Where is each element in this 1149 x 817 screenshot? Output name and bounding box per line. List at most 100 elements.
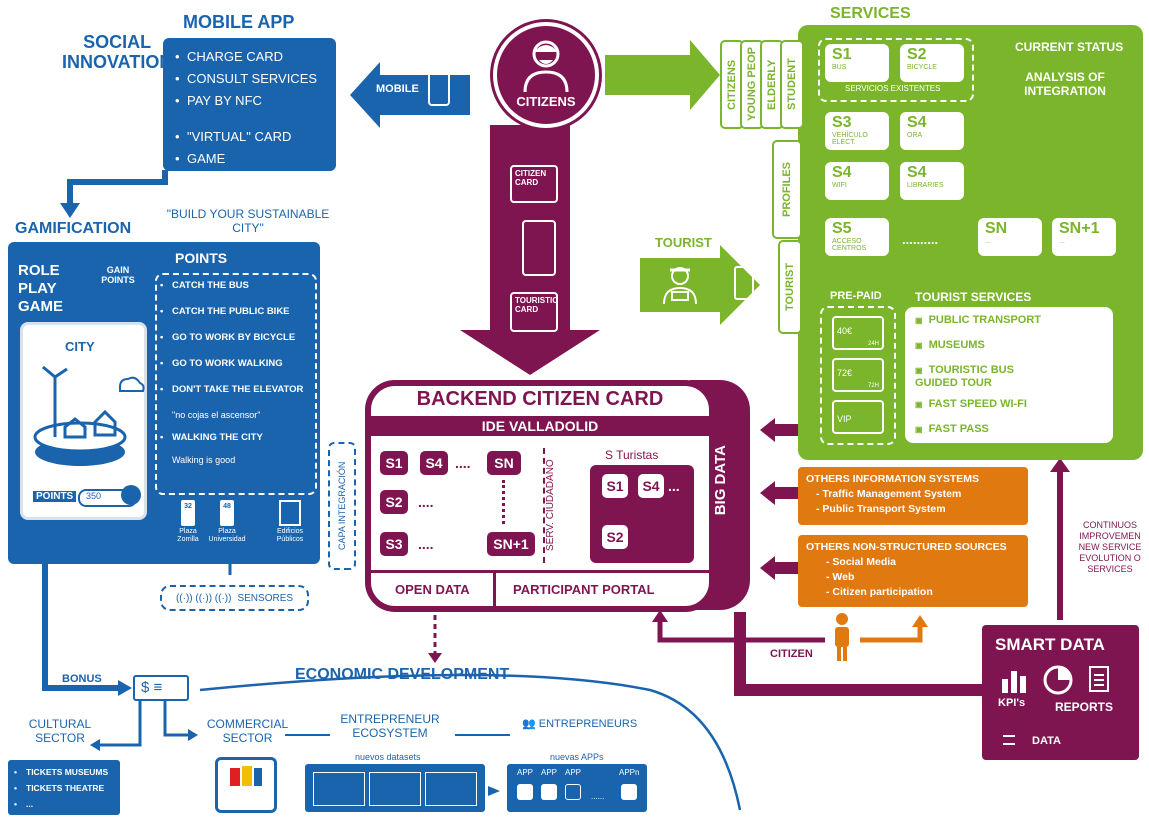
tickets-list: TICKETS MUSEUMS TICKETS THEATRE ... [12,764,108,812]
continuous-line: SERVICES [1087,564,1133,574]
participant-portal-label: PARTICIPANT PORTAL [513,582,655,597]
s-turistas-label: S Turistas [605,448,659,462]
apps-dots: ...... [591,792,605,801]
service-dots: .... [418,536,434,552]
continuous-line: NEW SERVICE [1078,542,1142,552]
services-dots: .......... [902,232,939,247]
app-icon [565,784,581,800]
tourist-label: TOURIST [655,235,712,250]
service-chip: S4 [420,451,448,475]
walking-list: WALKING THE CITY [158,432,263,443]
people-icon: 👥 [522,718,536,730]
social-line1: SOCIAL [83,32,152,52]
sensores-box: ((·)) ((·)) ((·)) SENSORES [160,585,309,611]
entrepreneur-ecosystem-label: ENTREPRENEUR ECOSYSTEM [340,712,440,740]
sensor-value: 48 [223,503,231,510]
tourist-service-item: ▣PUBLIC TRANSPORT [915,314,1042,326]
data-label: DATA [1032,735,1061,747]
tab-label: PROFILES [781,162,793,218]
gain-points-label: GAIN POINTS [101,265,135,285]
economic-title: ECONOMIC DEVELOPMENT [295,666,510,683]
points-title: POINTS [175,250,228,266]
sensores-label: SENSORES [237,592,294,604]
action-item: CATCH THE PUBLIC BIKE [158,306,313,318]
bonus-ticket-icon: $ ≡ [133,675,189,701]
service-box-name: VEHÍCULO ELECT. [832,132,868,146]
service-box-id: S1 [832,46,852,63]
action-item: GO TO WORK WALKING [158,358,313,370]
commercial-sector-label: COMMERCIAL SECTOR [206,717,289,745]
building-icon [279,500,301,526]
info-systems-box: OTHERS INFORMATION SYSTEMS - Traffic Man… [798,467,1028,525]
service-box: SN... [978,218,1042,256]
tab-label: TOURIST [784,262,796,312]
entrepreneurs-label: 👥 ENTREPRENEURS [522,717,637,730]
app-icon [541,784,557,800]
prepaid-hours: 72H [867,383,879,389]
city-illustration-icon [33,365,145,466]
capa-integracion: CAPA INTEGRACIÓN [328,442,356,570]
sensor-device: 32 [181,500,195,526]
sensor-value: 32 [184,503,192,510]
tablet-icon [522,220,556,276]
tourist-dots: ... [668,478,680,494]
mobile-app-item: CHARGE CARD [173,46,326,68]
tourist-chip: S2 [602,525,628,549]
app-icon [621,784,637,800]
continuous-improvement: CONTINUOS IMPROVEMEN NEW SERVICE EVOLUTI… [1070,520,1149,575]
citizen-person-icon [523,40,569,93]
tab-tourist: TOURIST [778,240,802,334]
tab-student: STUDENT [780,40,804,129]
prepaid-label: PRE-PAID [830,290,882,302]
service-chip-label: S4 [425,455,443,471]
backend-footer-divider [371,570,709,573]
nuevas-apps-label: nuevas APPs [550,752,604,762]
service-chip: S1 [380,451,408,475]
role-play-label: ROLE PLAY GAME [18,262,63,315]
points-counter-label: POINTS [33,491,77,502]
prepaid-value: VIP [837,414,852,424]
service-box-name: ORA [907,132,923,139]
prepaid-card: VIP [832,400,884,434]
analysis-label: ANALYSIS OF INTEGRATION [1024,70,1106,98]
backend-footer-sep [493,572,496,606]
ticket-item: ... [12,796,108,812]
tourist-person-icon [663,267,697,305]
action-item: CATCH THE BUS [158,280,313,292]
tourist-chip: S4 [638,474,664,498]
walking-note: Walking is good [172,455,236,465]
gamification-slogan: "BUILD YOUR SUSTAINABLE CITY" [166,207,330,235]
points-knob [121,485,141,505]
nonstructured-item: - Citizen participation [826,586,933,598]
open-data-label: OPEN DATA [395,582,470,597]
citizen-label: CITIZEN [770,648,813,660]
service-box-name: ACCESO CENTROS [832,238,867,252]
tab-label: CITIZENS [726,59,738,110]
elevator-note: "no cojas el ascensor" [172,410,261,420]
sensor-place: 32 Plaza Zorrilla [170,500,206,544]
ticket-item: TICKETS THEATRE [12,780,108,796]
tourist-service-item: ▣FAST PASS [915,423,989,435]
service-box: SN+1... [1052,218,1116,256]
tourist-services-list: ▣PUBLIC TRANSPORT ▣MUSEUMS ▣TOURISTIC BU… [915,314,1041,436]
services-title: SERVICES [830,5,911,22]
city-label: CITY [65,339,95,354]
datasets-panel [305,764,485,812]
report-icon [1089,666,1109,692]
tab-profiles: PROFILES [772,140,802,239]
service-box-name: LIBRARIES [907,182,944,189]
sensor-place-label: Edificios Públicos [276,528,304,543]
sensor-place-label: Plaza Universidad [208,528,246,543]
serv-ciudadano-label: SERV. CIUDADANO [543,448,556,563]
touristic-card-label: TOURISTIC CARD [515,296,558,314]
service-box-name: BICYCLE [907,64,937,71]
current-status-label: CURRENT STATUS [1015,40,1124,54]
app-label: APP [565,768,582,777]
bonus-label: BONUS [62,673,102,685]
wifi-icon: ((·)) ((·)) ((·)) [175,592,232,604]
